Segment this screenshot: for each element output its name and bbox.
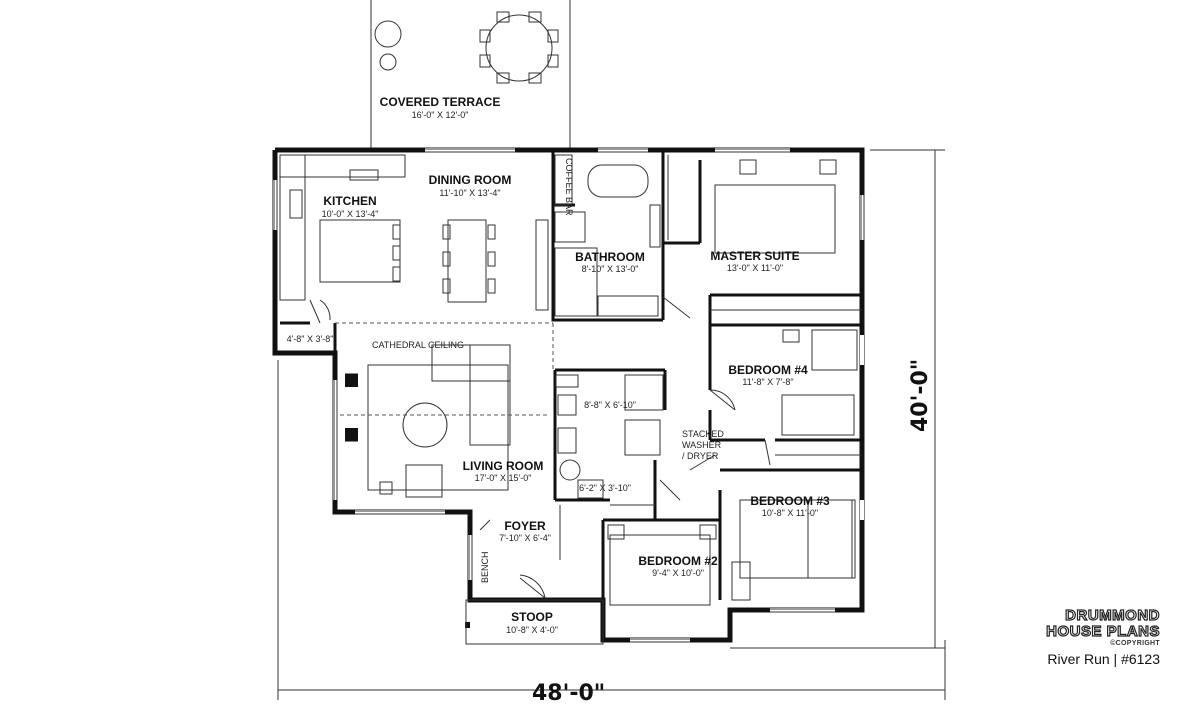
ceiling-dash <box>335 322 554 416</box>
pantry-dim: 4'-8" X 3'-8" <box>287 334 334 344</box>
overall-width: 48'-0" <box>532 681 605 706</box>
bedroom-furniture <box>607 159 858 606</box>
terrace-furniture <box>374 11 559 84</box>
brand-block: DRUMMOND HOUSE PLANS ©COPYRIGHT River Ru… <box>990 607 1161 667</box>
master-suite-dim: 13'-0" X 11'-0" <box>727 263 783 273</box>
bedroom2-dim: 9'-4" X 10'-0" <box>652 568 704 578</box>
kitchen-name: KITCHEN <box>323 194 376 208</box>
stoop-name: STOOP <box>511 610 553 624</box>
window-glazing <box>273 148 865 643</box>
brand-line2: HOUSE PLANS <box>1046 623 1161 640</box>
brand-line1: DRUMMOND <box>1065 607 1161 624</box>
stoop-outline <box>465 599 604 645</box>
bath2-dim: 8'-8" X 6'-10" <box>584 400 636 410</box>
bathroom-name: BATHROOM <box>575 250 645 264</box>
overall-depth: 40'-0" <box>908 359 933 432</box>
dining-room-dim: 11'-10" X 13'-4" <box>439 188 500 198</box>
master-suite-name: MASTER SUITE <box>710 249 799 263</box>
doors <box>309 296 771 599</box>
bathroom-fixtures <box>554 164 664 499</box>
brand-copyright: ©COPYRIGHT <box>1110 640 1160 647</box>
bathroom-dim: 8'-10" X 13'-0" <box>582 264 639 274</box>
foyer-dim: 7'-10" X 6'-4" <box>499 533 551 543</box>
foyer-name: FOYER <box>504 519 546 533</box>
dimension-lines <box>277 149 946 700</box>
closets <box>559 155 862 560</box>
room-labels: COVERED TERRACE 16'-0" X 12'-0" KITCHEN … <box>322 95 830 635</box>
bedroom4-name: BEDROOM #4 <box>728 363 808 377</box>
washer-note-line1: STACKED <box>682 429 724 439</box>
covered-terrace-area <box>370 0 571 150</box>
small-labels: 4'-8" X 3'-8" 8'-8" X 6'-10" 6'-2" X 3'-… <box>287 158 725 583</box>
bedroom2-name: BEDROOM #2 <box>638 554 718 568</box>
kitchen-dim: 10'-0" X 13'-4" <box>322 209 379 219</box>
columns <box>345 375 470 628</box>
bedroom4-dim: 11'-8" X 7'-8" <box>742 377 793 387</box>
living-furniture <box>367 344 511 498</box>
covered-terrace-name: COVERED TERRACE <box>380 95 501 109</box>
living-room-dim: 17'-0" X 15'-0" <box>475 473 532 483</box>
washer-note-line2: WASHER <box>682 440 722 450</box>
windows <box>273 148 864 642</box>
coffee-bar-note: COFFEE BAR <box>564 158 574 216</box>
washer-note-line3: / DRYER <box>682 451 719 461</box>
dining-chairs <box>392 224 496 294</box>
kitchen-cabinets <box>279 154 573 311</box>
living-room-name: LIVING ROOM <box>463 459 544 473</box>
bedroom3-dim: 10'-8" X 11'-0" <box>762 508 818 518</box>
covered-terrace-dim: 16'-0" X 12'-0" <box>412 110 469 120</box>
cathedral-ceiling-note: CATHEDRAL CEILING <box>372 340 464 350</box>
dining-room-name: DINING ROOM <box>429 173 512 187</box>
stoop-dim: 10'-8" X 4'-0" <box>506 625 558 635</box>
bedroom3-name: BEDROOM #3 <box>750 494 830 508</box>
bench-note: BENCH <box>480 551 490 583</box>
plan-title: River Run | #6123 <box>1047 651 1160 667</box>
wc-dim: 6'-2" X 3'-10" <box>579 483 631 493</box>
